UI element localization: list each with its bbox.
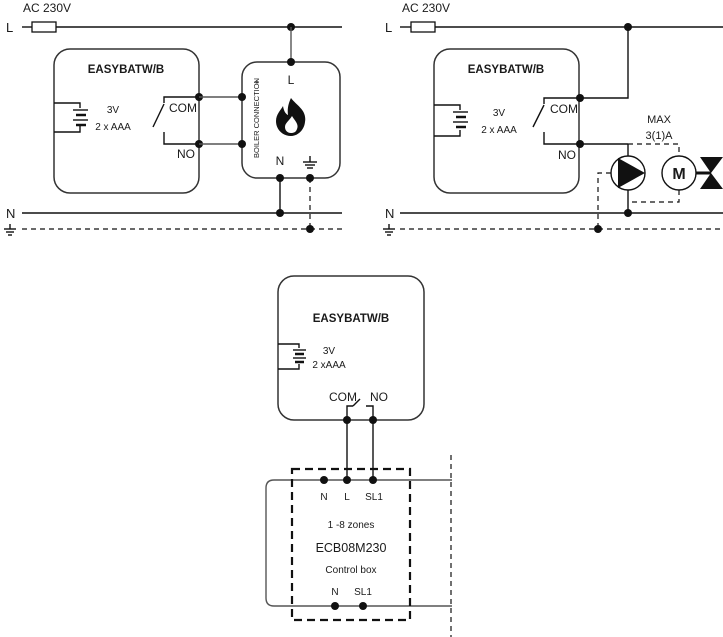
boiler-n-label: N bbox=[276, 154, 285, 168]
neutral-label: N bbox=[6, 206, 15, 221]
fuse-icon bbox=[31, 21, 57, 33]
battery-voltage: 3V bbox=[323, 346, 336, 357]
neutral-label: N bbox=[385, 206, 394, 221]
diagram-pump-valve: AC 230V L EASYBATW/B 3V 2 x AAA COM NO M… bbox=[383, 1, 723, 236]
ground-icon bbox=[4, 224, 16, 236]
com-label: COM bbox=[550, 102, 578, 116]
pump-pe-wire bbox=[597, 172, 611, 229]
no-label: NO bbox=[370, 390, 388, 404]
device-title: EASYBATW/B bbox=[88, 64, 164, 76]
motor-l-wire bbox=[628, 143, 680, 156]
line-label: L bbox=[6, 20, 13, 35]
easybatw-device-box bbox=[53, 48, 200, 194]
terminal-label: SL1 bbox=[365, 492, 383, 503]
motor-n-wire bbox=[628, 190, 680, 203]
junction-dot bbox=[624, 209, 632, 217]
battery-icon bbox=[278, 343, 306, 370]
boiler-asterisk: * bbox=[255, 79, 259, 90]
junction-dot bbox=[306, 225, 314, 233]
fuse-icon bbox=[410, 21, 436, 33]
junction-dot bbox=[594, 225, 602, 233]
terminal-label: SL1 bbox=[354, 587, 372, 598]
device-title: EASYBATW/B bbox=[313, 313, 389, 325]
terminal-label: N bbox=[320, 492, 327, 503]
easybatw-device-box bbox=[433, 48, 580, 194]
control-box-name: Control box bbox=[325, 565, 376, 576]
battery-icon bbox=[54, 102, 88, 133]
motor-icon: M bbox=[661, 155, 697, 191]
boiler-com-terminal bbox=[238, 93, 246, 101]
rating-label: 3(1)A bbox=[646, 130, 674, 142]
flame-icon bbox=[276, 98, 306, 136]
device-title: EASYBATW/B bbox=[468, 64, 544, 76]
supply-label: AC 230V bbox=[402, 1, 450, 15]
control-box-outline bbox=[290, 467, 412, 622]
pump-icon bbox=[610, 155, 646, 191]
bus-loop-wire bbox=[265, 479, 452, 607]
valve-icon bbox=[700, 157, 723, 189]
terminal-l-top bbox=[343, 476, 351, 484]
boiler-no-terminal bbox=[238, 140, 246, 148]
zones-label: 1 -8 zones bbox=[328, 520, 375, 531]
com-terminal bbox=[576, 94, 584, 102]
battery-voltage: 3V bbox=[107, 105, 120, 116]
relay-switch-icon bbox=[532, 97, 580, 145]
motor-label: M bbox=[672, 166, 685, 183]
terminal-label: N bbox=[331, 587, 338, 598]
terminal-sl1-bottom bbox=[359, 602, 367, 610]
ground-icon bbox=[303, 156, 317, 169]
terminal-sl1-top bbox=[369, 476, 377, 484]
battery-type: 2 x AAA bbox=[95, 122, 131, 133]
terminal-n-top bbox=[320, 476, 328, 484]
supply-label: AC 230V bbox=[23, 1, 71, 15]
diagram-boiler: AC 230V L EASYBATW/B 3V 2 x AAA COM NO bbox=[4, 1, 342, 236]
battery-voltage: 3V bbox=[493, 108, 506, 119]
boiler-connection-label: BOILER CONNECTION bbox=[252, 78, 261, 158]
terminal-label: L bbox=[344, 492, 350, 503]
no-label: NO bbox=[558, 148, 576, 162]
relay-switch-icon bbox=[152, 96, 199, 145]
terminal-n-bottom bbox=[331, 602, 339, 610]
battery-icon bbox=[434, 104, 468, 137]
relay-switch-icon bbox=[346, 398, 374, 420]
com-label: COM bbox=[329, 390, 357, 404]
no-label: NO bbox=[177, 147, 195, 161]
battery-type: 2 x AAA bbox=[481, 125, 517, 136]
max-label: MAX bbox=[647, 114, 672, 126]
com-label: COM bbox=[169, 101, 197, 115]
junction-dot bbox=[276, 209, 284, 217]
line-label: L bbox=[385, 20, 392, 35]
boiler-l-label: L bbox=[288, 73, 295, 87]
battery-type: 2 xAAA bbox=[312, 360, 346, 371]
ground-icon bbox=[383, 224, 395, 236]
com-feed-wire bbox=[580, 27, 629, 99]
diagram-control-box: EASYBATW/B 3V 2 xAAA COM NO N L bbox=[265, 275, 452, 637]
boiler-l-terminal bbox=[287, 58, 295, 66]
control-box-model: ECB08M230 bbox=[316, 541, 387, 555]
